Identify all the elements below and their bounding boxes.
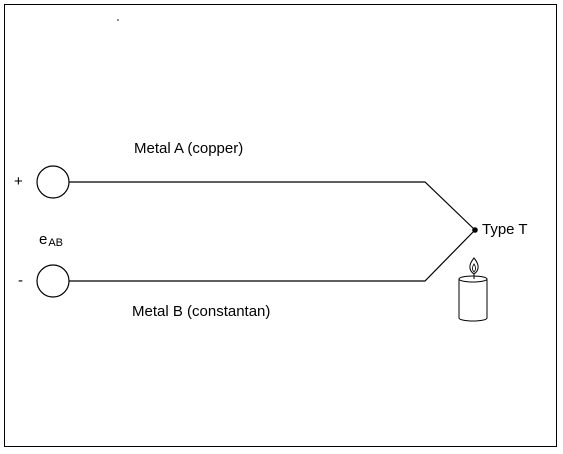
emf-label: eAB	[39, 231, 63, 250]
wire-metal-b	[69, 229, 476, 282]
diagram-frame	[4, 4, 557, 447]
wire-metal-a	[69, 181, 476, 231]
minus-sign: -	[18, 272, 23, 289]
emf-main: e	[39, 231, 48, 248]
stray-dot	[117, 19, 119, 21]
negative-terminal	[36, 264, 70, 298]
emf-subscript: AB	[48, 237, 64, 249]
candle-icon	[458, 257, 488, 322]
metal-b-label: Metal B (constantan)	[132, 303, 271, 320]
junction-type-label: Type T	[482, 221, 528, 238]
junction-dot	[472, 227, 478, 233]
plus-sign: +	[14, 173, 23, 190]
metal-a-label: Metal A (copper)	[134, 140, 244, 157]
positive-terminal	[36, 165, 70, 199]
